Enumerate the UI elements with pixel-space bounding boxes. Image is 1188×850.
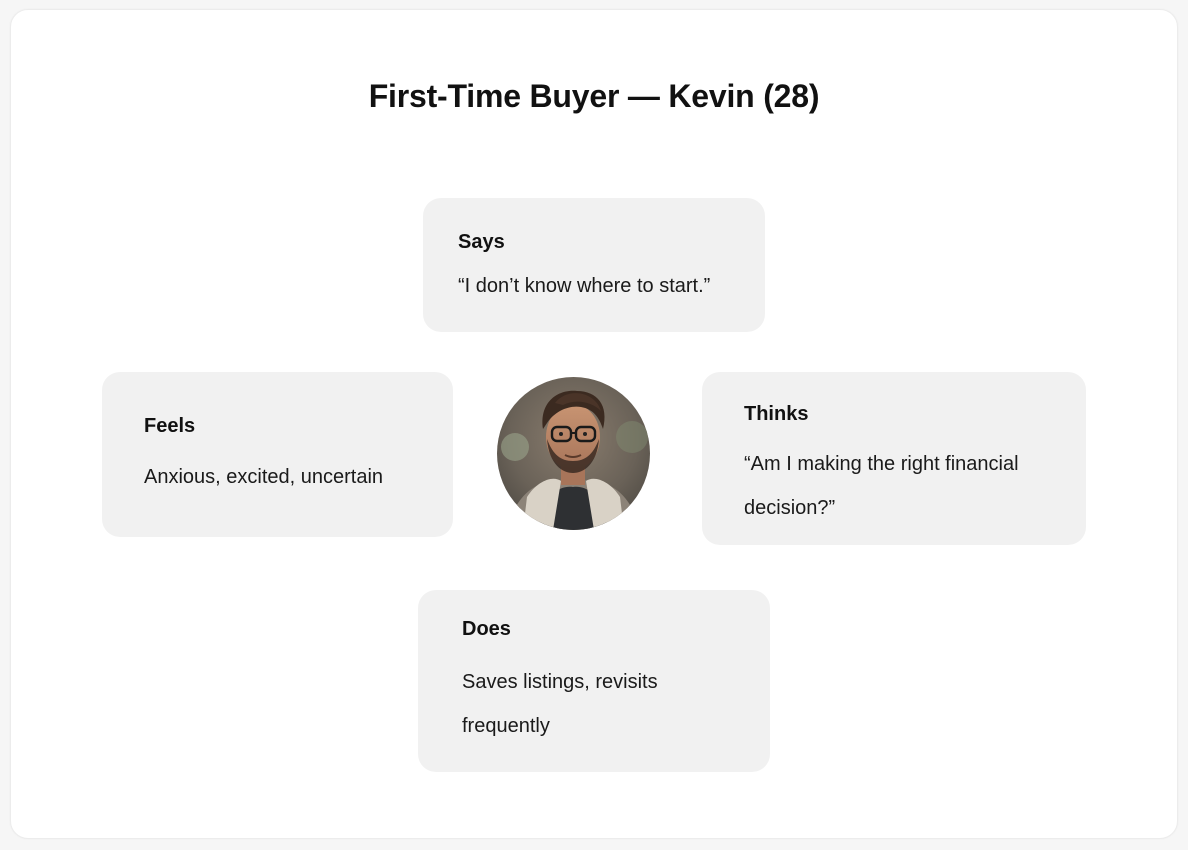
does-card: Does Saves listings, revisits frequently — [418, 590, 770, 772]
says-text: “I don’t know where to start.” — [458, 275, 711, 297]
persona-avatar — [497, 377, 650, 530]
says-label: Says — [458, 231, 505, 253]
feels-card: Feels Anxious, excited, uncertain — [102, 372, 453, 537]
thinks-card: Thinks “Am I making the right financial … — [702, 372, 1086, 545]
does-label: Does — [462, 618, 511, 640]
thinks-text: “Am I making the right financial decisio… — [744, 453, 1019, 519]
says-card: Says “I don’t know where to start.” — [423, 198, 765, 332]
persona-photo-icon — [497, 377, 650, 530]
feels-label: Feels — [144, 415, 196, 437]
does-text: Saves listings, revisits frequently — [462, 671, 658, 737]
feels-text: Anxious, excited, uncertain — [144, 466, 384, 488]
thinks-label: Thinks — [744, 403, 809, 425]
page-title: First-Time Buyer — Kevin (28) — [368, 78, 820, 114]
